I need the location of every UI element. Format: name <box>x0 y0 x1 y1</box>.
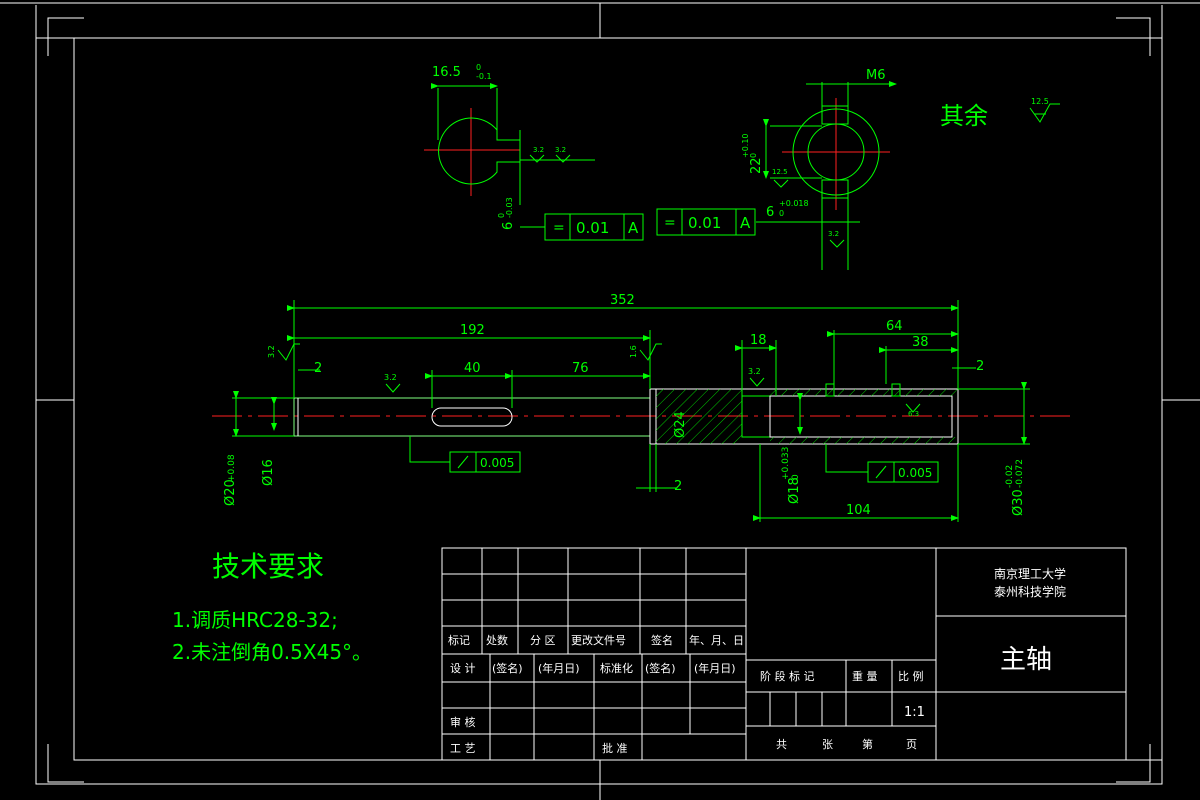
sec-b-tol-ref: A <box>740 214 751 232</box>
tech-requirements: 技术要求 1.调质HRC28-32; 2.未注倒角0.5X45°。 <box>172 550 372 664</box>
ra-key: 3.2 <box>384 373 397 382</box>
dim-64: 64 <box>886 319 903 334</box>
sec-b-depth-up: +0.10 <box>741 133 750 158</box>
ra-inner: 6.3 <box>908 410 919 418</box>
tb-page: 页 <box>906 738 917 751</box>
tb-review: 审 核 <box>450 715 476 729</box>
sec-a-key-up: 0 <box>497 213 506 218</box>
surface-finish-rest: 其余 12.5 <box>940 97 1060 130</box>
tb-count: 处数 <box>486 634 508 647</box>
tb-weight: 重 量 <box>852 669 878 683</box>
dim-2c: 2 <box>674 479 682 494</box>
sec-b-depth: 22 <box>749 157 764 174</box>
tb-part-name: 主轴 <box>1000 645 1052 675</box>
sec-a-key-dn: -0.03 <box>505 197 514 218</box>
section-a: 16.5 0 -0.1 3.2 3.2 6 0 -0.03 = 0.01 A <box>424 63 644 241</box>
sec-a-tol-ref: A <box>628 219 639 237</box>
sec-b-key-up: +0.018 <box>779 199 809 208</box>
dim-40: 40 <box>464 361 481 376</box>
sec-b-thread: M6 <box>866 68 886 83</box>
sec-a-width-dn: -0.1 <box>476 72 492 81</box>
tb-zone: 分 区 <box>530 634 556 647</box>
tb-sheets: 张 <box>822 738 833 751</box>
dim-2b: 2 <box>976 359 984 374</box>
tb-sign: 签名 <box>651 633 673 647</box>
dim-76: 76 <box>572 361 589 376</box>
dim-192: 192 <box>460 323 485 338</box>
dia-18: Ø18 <box>787 477 802 504</box>
runout-a: 0.005 <box>480 456 514 470</box>
dia-30-tol-dn: -0.072 <box>1015 459 1025 488</box>
tb-design: 设 计 <box>450 662 476 675</box>
tb-ratio: 比 例 <box>898 669 924 683</box>
tech-req-title: 技术要求 <box>212 550 324 583</box>
tech-req-line2: 2.未注倒角0.5X45°。 <box>172 640 372 664</box>
ra-bore: 3.2 <box>748 367 761 376</box>
tb-total: 共 <box>776 738 787 751</box>
tech-req-line1: 1.调质HRC28-32; <box>172 608 338 632</box>
stage-grid <box>746 659 936 727</box>
tb-scale: 1:1 <box>904 705 925 720</box>
tb-seq: 第 <box>862 737 873 751</box>
dia-20: Ø20 <box>223 479 238 506</box>
dia-30: Ø30 <box>1011 489 1026 516</box>
tb-approve: 批 准 <box>602 741 628 755</box>
keyway-slot <box>431 407 513 427</box>
dia-30-tol: -0.02 <box>1005 465 1015 488</box>
sec-a-ra-b: 3.2 <box>555 146 566 154</box>
revision-grid <box>442 548 746 760</box>
dim-352: 352 <box>610 293 635 308</box>
sec-b-depth-dn: 0 <box>749 153 758 158</box>
sec-b-ra-b: 3.2 <box>828 230 839 238</box>
ra-mid: 1.6 <box>629 345 638 358</box>
sec-b-ra: 12.5 <box>772 168 788 176</box>
title-block: 标记 处数 分 区 更改文件号 签名 年、月、日 设 计 (签名) (年月日) … <box>441 547 1127 761</box>
sec-b-tol-val: 0.01 <box>688 214 721 232</box>
sec-a-key: 6 <box>501 222 516 230</box>
dia-16: Ø16 <box>261 459 276 486</box>
tb-sign-a: (签名) <box>492 661 523 675</box>
rest-value: 12.5 <box>1031 97 1049 106</box>
dim-38: 38 <box>912 335 929 350</box>
ra-left: 3.2 <box>267 345 276 358</box>
tb-date: 年、月、日 <box>689 633 744 647</box>
dim-2a: 2 <box>314 361 322 376</box>
sec-a-tol-val: 0.01 <box>576 219 609 237</box>
tb-sign-b: (签名) <box>645 661 676 675</box>
sec-a-tol-sym: = <box>553 220 565 236</box>
tb-school1: 南京理工大学 <box>994 566 1066 581</box>
tb-mark: 标记 <box>448 633 470 647</box>
section-b: M6 22 +0.10 0 12.5 6 +0.018 0 3.2 = 0.01… <box>656 68 897 270</box>
sec-b-key: 6 <box>766 205 774 220</box>
tb-doc: 更改文件号 <box>571 633 626 647</box>
tb-school2: 泰州科技学院 <box>994 584 1066 599</box>
tb-stage: 阶 段 标 记 <box>760 669 815 683</box>
sec-b-tol-sym: = <box>664 215 676 231</box>
tb-date-b: (年月日) <box>694 661 736 675</box>
rest-label: 其余 <box>940 102 988 130</box>
dia-18-tol: +0.033 <box>781 447 791 480</box>
dia-18-tol-dn: 0 <box>791 474 801 480</box>
tb-date-a: (年月日) <box>538 661 580 675</box>
sec-a-width-up: 0 <box>476 63 481 72</box>
main-view: 352 192 40 76 2 18 64 38 2 2 104 <box>212 293 1074 522</box>
dim-18: 18 <box>750 333 767 348</box>
tb-process: 工 艺 <box>450 742 476 755</box>
dia-20-tol: +0.08 <box>227 454 237 482</box>
sec-b-key-dn: 0 <box>779 209 784 218</box>
sec-a-ra: 3.2 <box>533 146 544 154</box>
runout-b: 0.005 <box>898 466 932 480</box>
tb-standard: 标准化 <box>600 661 633 675</box>
sec-a-width: 16.5 <box>432 65 461 80</box>
dia-24: Ø24 <box>673 411 688 438</box>
dim-104: 104 <box>846 503 871 518</box>
